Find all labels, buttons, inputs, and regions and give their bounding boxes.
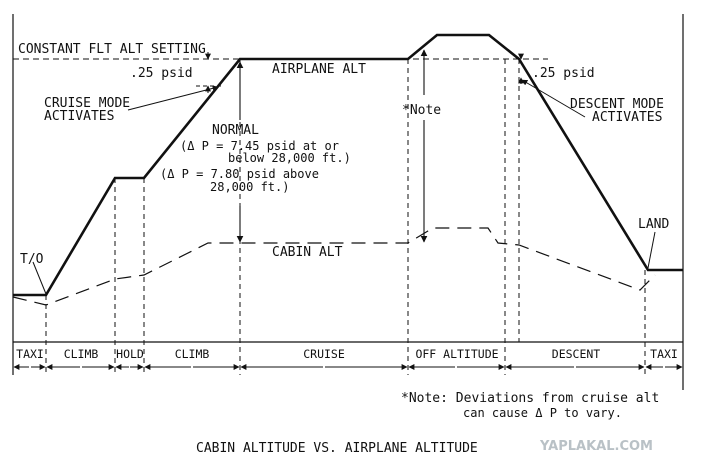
normal-label: NORMAL <box>212 123 259 138</box>
descent-mode-label-2: ACTIVATES <box>592 110 662 125</box>
phase-label-taxi-2: TAXI <box>650 347 678 361</box>
dp-low-label-1: (Δ P = 7.45 psid at or <box>180 139 339 153</box>
cabin-alt-label: CABIN ALT <box>272 245 343 260</box>
phase-labels: TAXI CLIMB HOLD CLIMB CRUISE OFF ALTITUD… <box>15 347 678 361</box>
descent-mode-label-1: DESCENT MODE <box>570 97 664 112</box>
phase-bar <box>12 342 684 390</box>
dp-high-label-1: (Δ P = 7.80 psid above <box>160 167 319 181</box>
dp-high-label-2: 28,000 ft.) <box>210 180 289 194</box>
phase-label-bg-taxi <box>15 347 45 361</box>
phase-label-climb-2: CLIMB <box>175 347 210 361</box>
psid-left-label: .25 psid <box>130 66 193 81</box>
constant-flt-alt-label: CONSTANT FLT ALT SETTING <box>18 42 206 57</box>
phase-label-climb-1: CLIMB <box>64 347 99 361</box>
takeoff-label: T/O <box>20 252 44 267</box>
cruise-mode-leader <box>127 85 219 111</box>
land-label: LAND <box>638 217 669 232</box>
descent-mode-leader <box>521 79 586 118</box>
phase-label-taxi: TAXI <box>16 347 44 361</box>
note-text-line-2: can cause Δ P to vary. <box>463 406 622 420</box>
phase-label-off-altitude: OFF ALTITUDE <box>415 347 498 361</box>
diagram-caption: CABIN ALTITUDE VS. AIRPLANE ALTITUDE <box>196 441 478 456</box>
cruise-mode-label-2: ACTIVATES <box>44 109 114 124</box>
note-text-line-1: *Note: Deviations from cruise alt <box>401 391 659 406</box>
psid-right-label: .25 psid <box>532 66 595 81</box>
phase-label-descent: DESCENT <box>552 347 601 361</box>
takeoff-leader <box>32 261 47 295</box>
watermark: YAPLAKAL.COM <box>539 439 653 454</box>
note-marker-label: *Note <box>402 103 441 118</box>
phase-label-cruise: CRUISE <box>303 347 345 361</box>
dp-low-label-2: below 28,000 ft.) <box>228 151 351 165</box>
airplane-alt-label: AIRPLANE ALT <box>272 62 366 77</box>
cabin-altitude-line <box>12 227 656 306</box>
airplane-altitude-line <box>13 33 683 297</box>
cruise-mode-label-1: CRUISE MODE <box>44 96 130 111</box>
land-leader <box>647 231 656 269</box>
phase-label-hold: HOLD <box>116 347 144 361</box>
phase-boundaries <box>45 59 646 375</box>
